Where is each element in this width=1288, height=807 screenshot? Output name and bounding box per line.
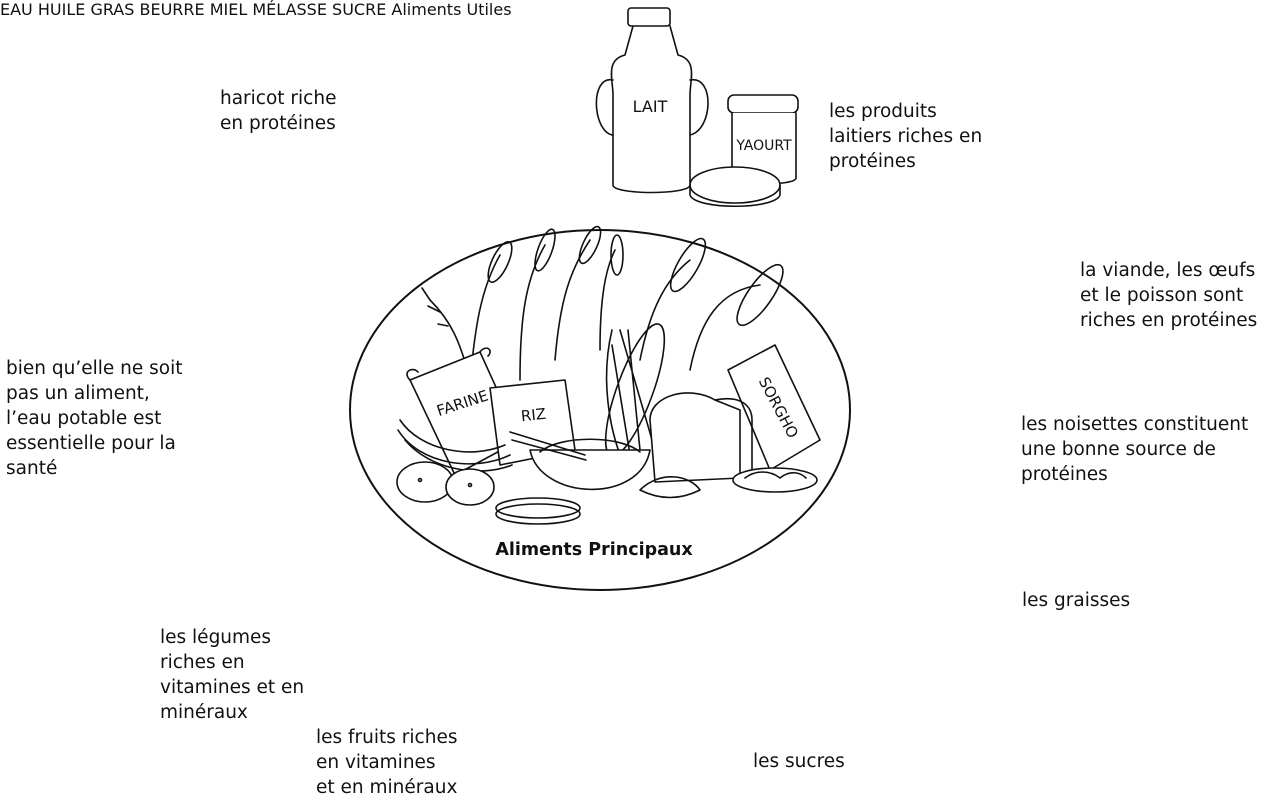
dairy-label: les produits laitiers riches en protéine… [829,99,982,174]
milk-can-icon: LAIT [596,8,708,193]
potatoes-icon [397,462,494,505]
fruits-label: les fruits riches en vitamines et en min… [316,725,457,800]
vegetables-label: les légumes riches en vitamines et en mi… [160,625,304,725]
sugars-label: les sucres [753,749,845,774]
fats-label: les graisses [1022,588,1130,613]
central-title: Aliments Principaux [495,540,693,560]
nuts-label: les noisettes constituent une bonne sour… [1021,412,1248,487]
cheese-wheel-icon [690,167,780,206]
staple-foods-plate: FARINE RIZ SORGHO [350,224,850,590]
rice-bag-label: RIZ [520,405,547,426]
meat-eggs-fish-label: la viande, les œufs et le poisson sont r… [1080,258,1257,333]
dairy-products: LAIT YAOURT [596,8,798,206]
yogurt-jar-label: YAOURT [735,138,792,154]
bread-loaf-icon [650,393,752,482]
sorghum-bag: SORGHO [728,345,820,470]
water-label: bien qu’elle ne soit pas un aliment, l’e… [6,356,182,481]
flatbread-icon [496,498,580,524]
beans-label: haricot riche en protéines [220,86,336,136]
noodle-plate-icon [733,468,817,492]
milk-can-label: LAIT [633,97,668,116]
